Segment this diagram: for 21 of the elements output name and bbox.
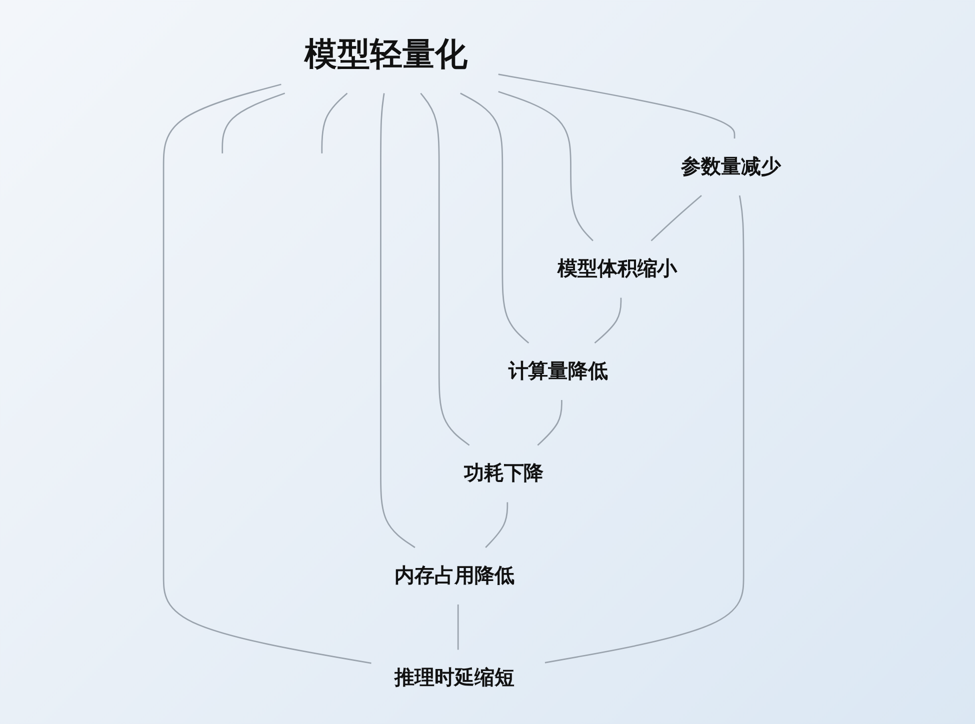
benefit-text: 内存占用降低	[394, 564, 514, 588]
connector-line	[544, 195, 744, 664]
connector-line	[485, 502, 508, 548]
connector-line	[498, 74, 736, 138]
connector-line	[498, 90, 594, 242]
connector-line	[457, 604, 459, 650]
connector-line	[222, 92, 286, 154]
benefit-text: 功耗下降	[464, 462, 544, 486]
benefit-text: 计算量降低	[508, 360, 608, 383]
connector-line	[460, 92, 530, 344]
connector-line	[420, 92, 470, 446]
connector-line	[380, 93, 416, 548]
connector-line	[650, 194, 702, 242]
connector-line	[162, 84, 372, 664]
benefit-text: 参数量减少	[681, 156, 781, 178]
connector-line	[537, 400, 562, 446]
benefit-text: 模型体积缩小	[558, 258, 678, 281]
connector-line	[594, 298, 622, 344]
connector-line	[321, 92, 348, 154]
central-topic-text: 模型轻量化	[304, 36, 468, 74]
benefit-text: 推理时延缩短	[394, 666, 514, 690]
